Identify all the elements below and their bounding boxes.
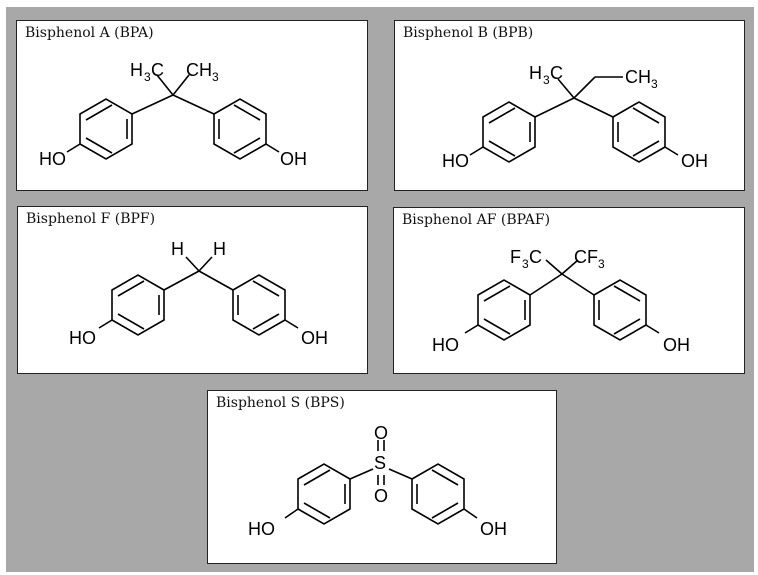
panel-bpb: Bisphenol B (BPB) H 3 C CH 3 HO OH	[394, 20, 745, 191]
oxygen-bottom-label: O	[374, 486, 388, 506]
methyl-left-label: H	[130, 60, 143, 80]
ethyl-methyl-label: CH	[625, 67, 651, 87]
svg-text:3: 3	[522, 257, 529, 271]
methyl-right-label: CH	[186, 60, 212, 80]
svg-text:3: 3	[212, 70, 219, 84]
panel-title: Bisphenol F (BPF)	[26, 211, 156, 227]
panel-title: Bisphenol AF (BPAF)	[402, 212, 551, 228]
hydroxyl-left-label: HO	[432, 335, 459, 355]
sulfur-label: S	[374, 453, 386, 473]
hydroxyl-right-label: OH	[681, 151, 708, 171]
hydroxyl-right-label: OH	[280, 149, 307, 169]
figure-canvas: Bisphenol A (BPA) H 3 C CH 3 HO OH Bisph…	[6, 7, 754, 572]
hydroxyl-right-label: OH	[480, 519, 507, 539]
oxygen-top-label: O	[374, 423, 388, 443]
svg-text:C: C	[529, 247, 542, 267]
svg-text:3: 3	[651, 77, 658, 91]
methyl-label: H	[529, 63, 542, 83]
panel-bpf: Bisphenol F (BPF) H H HO OH	[17, 206, 368, 374]
svg-text:3: 3	[543, 73, 550, 87]
panel-title: Bisphenol S (BPS)	[216, 395, 345, 411]
panel-bps: Bisphenol S (BPS) O S O HO OH	[207, 390, 557, 564]
bps-structure: O S O HO OH	[248, 423, 507, 539]
panel-title: Bisphenol B (BPB)	[403, 25, 534, 41]
hydroxyl-right-label: OH	[663, 335, 690, 355]
svg-text:C: C	[151, 60, 164, 80]
panel-bpaf: Bisphenol AF (BPAF) F 3 C CF 3 HO OH	[393, 207, 745, 374]
svg-text:C: C	[550, 63, 563, 83]
panel-bpa: Bisphenol A (BPA) H 3 C CH 3 HO OH	[16, 20, 368, 191]
hydroxyl-left-label: HO	[69, 328, 96, 348]
trifluoromethyl-right-label: CF	[574, 247, 598, 267]
svg-text:3: 3	[598, 257, 605, 271]
hydroxyl-left-label: HO	[248, 519, 275, 539]
bpa-structure: H 3 C CH 3 HO OH	[39, 60, 307, 169]
hydrogen-right-label: H	[213, 239, 226, 259]
bpf-structure: H H HO OH	[69, 239, 328, 348]
hydroxyl-left-label: HO	[442, 151, 469, 171]
bpb-structure: H 3 C CH 3 HO OH	[442, 63, 708, 171]
panel-title: Bisphenol A (BPA)	[25, 25, 154, 41]
svg-text:3: 3	[144, 70, 151, 84]
bpaf-structure: F 3 C CF 3 HO OH	[432, 247, 690, 355]
hydroxyl-left-label: HO	[39, 149, 66, 169]
hydrogen-left-label: H	[171, 239, 184, 259]
hydroxyl-right-label: OH	[301, 328, 328, 348]
trifluoromethyl-left-label: F	[510, 247, 521, 267]
